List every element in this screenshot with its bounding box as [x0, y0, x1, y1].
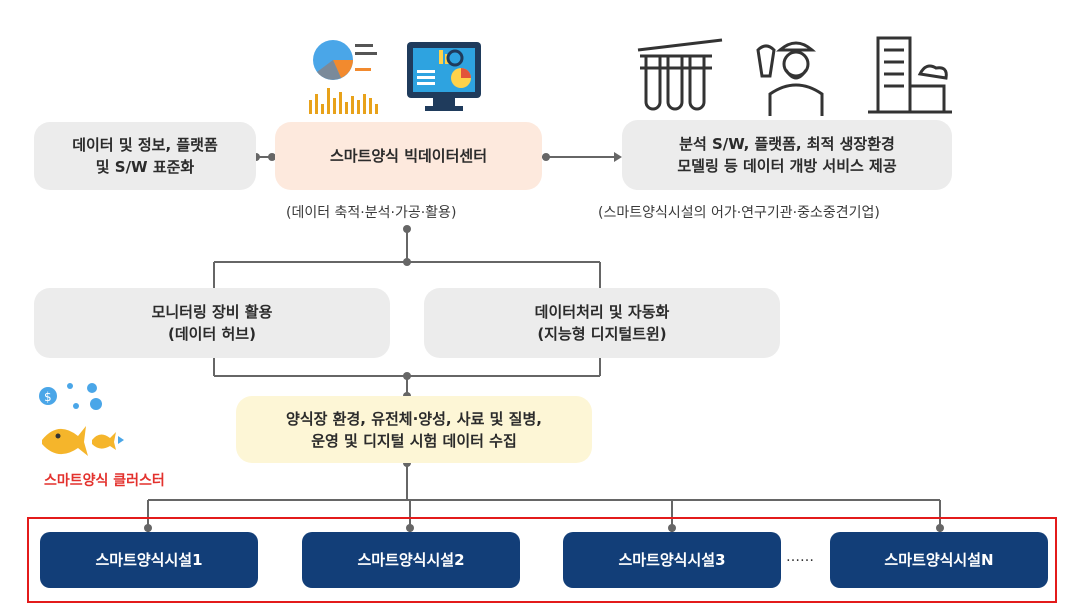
data-collection-line1: 양식장 환경, 유전체·양성, 사료 및 질병, — [286, 409, 542, 428]
open-service-line2: 모델링 등 데이터 개방 서비스 제공 — [677, 157, 897, 175]
automation-line1: 데이터처리 및 자동화 — [534, 303, 670, 321]
facility-2: 스마트양식시설2 — [302, 532, 520, 588]
facility-1: 스마트양식시설1 — [40, 532, 258, 588]
test-tubes-icon — [637, 38, 723, 111]
facility-3: 스마트양식시설3 — [563, 532, 781, 588]
monitoring-box: 모니터링 장비 활용 (데이터 허브) — [34, 288, 390, 358]
automation-box: 데이터처리 및 자동화 (지능형 디지털트윈) — [424, 288, 780, 358]
open-service-caption: (스마트양식시설의 어가·연구기관·중소중견기업) — [598, 205, 880, 221]
standardization-line2: 및 S/W 표준화 — [95, 158, 195, 176]
cluster-label: 스마트양식 클러스터 — [44, 473, 165, 489]
data-collection-box: 양식장 환경, 유전체·양성, 사료 및 질병, 운영 및 디지털 시험 데이터… — [236, 396, 592, 463]
data-collection-line2: 운영 및 디지털 시험 데이터 수집 — [311, 431, 517, 450]
ellipsis: …… — [786, 549, 814, 565]
facility-n: 스마트양식시설N — [830, 532, 1048, 588]
monitoring-line2: (데이터 허브) — [168, 325, 256, 343]
open-service-box: 분석 S/W, 플랫폼, 최적 생장환경 모델링 등 데이터 개방 서비스 제공 — [622, 120, 952, 190]
facility-1-label: 스마트양식시설1 — [95, 551, 203, 569]
facilities-frame — [27, 517, 1057, 603]
standardization-line1: 데이터 및 정보, 플랫폼 — [72, 136, 218, 154]
automation-line2: (지능형 디지털트윈) — [537, 325, 667, 343]
standardization-box: 데이터 및 정보, 플랫폼 및 S/W 표준화 — [34, 122, 256, 190]
bigdata-center-label: 스마트양식 빅데이터센터 — [329, 147, 488, 165]
svg-text:$: $ — [44, 390, 52, 404]
bigdata-center-caption: (데이터 축적·분석·가공·활용) — [286, 205, 457, 221]
facility-2-label: 스마트양식시설2 — [357, 551, 465, 569]
pie-chart-icon — [309, 40, 378, 114]
fisherman-icon — [756, 41, 824, 116]
facility-n-label: 스마트양식시설N — [884, 551, 994, 569]
fish-icon — [42, 426, 124, 456]
bigdata-center-box: 스마트양식 빅데이터센터 — [275, 122, 542, 190]
coin-bubbles-icon: $ — [39, 383, 102, 410]
monitor-analytics-icon — [407, 42, 481, 111]
facility-3-label: 스마트양식시설3 — [618, 551, 726, 569]
monitoring-line1: 모니터링 장비 활용 — [151, 303, 273, 321]
open-service-line1: 분석 S/W, 플랫폼, 최적 생장환경 — [679, 135, 895, 153]
buildings-icon — [868, 36, 952, 114]
